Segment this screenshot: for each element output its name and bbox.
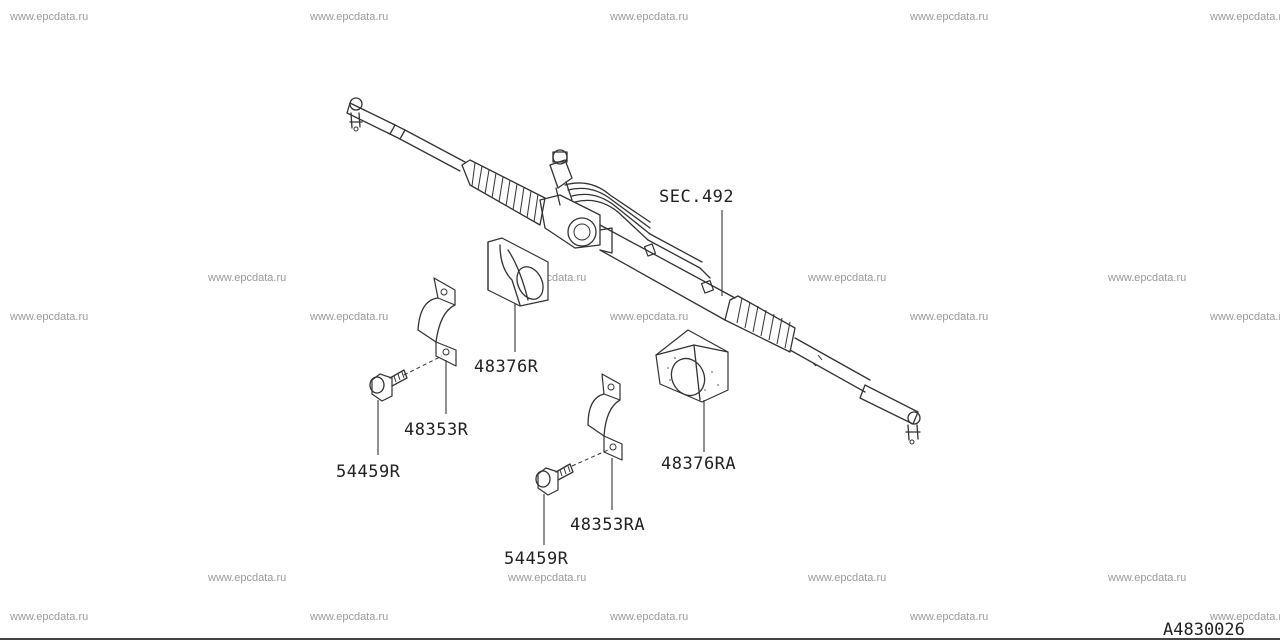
watermark: www.epcdata.ru: [508, 572, 587, 584]
watermark: www.epcdata.ru: [1210, 311, 1280, 323]
bottom-rule: [0, 638, 1280, 640]
watermark: www.epcdata.ru: [910, 311, 989, 323]
boot-right: [724, 295, 796, 353]
callout-sec-492: SEC.492: [659, 187, 735, 207]
callout-54459r-left: 54459R: [336, 462, 401, 482]
watermark: www.epcdata.ru: [310, 11, 389, 23]
watermark: www.epcdata.ru: [208, 272, 287, 284]
callout-48376ra: 48376RA: [661, 454, 737, 474]
steering-rack-assembly: [346, 97, 921, 445]
watermark: www.epcdata.ru: [10, 311, 89, 323]
watermark: www.epcdata.ru: [910, 11, 989, 23]
watermark: www.epcdata.ru: [808, 572, 887, 584]
watermark: www.epcdata.ru: [910, 611, 989, 623]
diagram-id: A4830026: [1163, 620, 1245, 640]
boot-left: [461, 159, 546, 226]
watermark: www.epcdata.ru: [310, 311, 389, 323]
watermark: www.epcdata.ru: [1210, 11, 1280, 23]
watermark: www.epcdata.ru: [10, 11, 89, 23]
watermark: www.epcdata.ru: [208, 572, 287, 584]
bolt-right: [535, 463, 574, 496]
watermark: www.epcdata.ru: [808, 272, 887, 284]
watermark: www.epcdata.ru: [610, 611, 689, 623]
watermark: www.epcdata.ru: [1108, 272, 1187, 284]
watermark: www.epcdata.ru: [610, 311, 689, 323]
watermark: www.epcdata.ru: [10, 611, 89, 623]
clamp-left: [417, 277, 457, 367]
tie-rod-end-left: [346, 97, 406, 140]
callout-54459r-right: 54459R: [504, 549, 569, 569]
callout-48353r: 48353R: [404, 420, 469, 440]
callout-48353ra: 48353RA: [570, 515, 646, 535]
tie-rod-end-right: [859, 384, 921, 445]
gear-housing: [539, 149, 601, 249]
watermark: www.epcdata.ru: [1108, 572, 1187, 584]
bolt-left: [369, 369, 408, 402]
watermark: www.epcdata.ru: [610, 11, 689, 23]
clamp-right: [587, 373, 623, 461]
mount-insulator-lower: [655, 329, 729, 403]
callout-48376r: 48376R: [474, 357, 539, 377]
mount-insulator-upper: [487, 237, 549, 307]
watermark: www.epcdata.ru: [1210, 611, 1280, 623]
watermark: www.epcdata.ru: [310, 611, 389, 623]
hydraulic-lines: [564, 182, 715, 294]
